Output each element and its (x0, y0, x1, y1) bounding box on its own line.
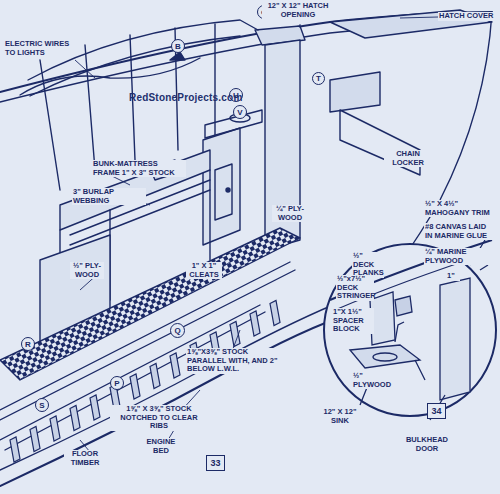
figure-number-box: 33 (206, 455, 225, 471)
rib (130, 374, 140, 399)
rib (90, 395, 100, 420)
callout-letter: P (114, 379, 119, 388)
part-label: 12" X 12" SINK (318, 408, 362, 425)
part-label: 3" BURLAP WEBBING (72, 188, 146, 205)
callout-letter: 33 (210, 458, 220, 468)
callout-circle: Q (170, 323, 185, 338)
callout-letter: 34 (431, 406, 441, 416)
part-label: ¼" PLY- WOOD (272, 205, 308, 222)
callout-letter: B (175, 42, 181, 51)
part-label: 12" X 12" HATCH OPENING (262, 2, 334, 19)
callout-circle: V (233, 105, 247, 119)
part-label: ELECTRIC WIRES TO LIGHTS (4, 40, 72, 57)
part-label: 1⅝"X3⅝" STOCK PARALLEL WITH, AND 2" BELO… (186, 348, 284, 374)
callout-letter: Q (174, 326, 180, 335)
part-label: #8 CANVAS LAID IN MARINE GLUE (424, 223, 496, 240)
callout-circle: T (312, 72, 325, 85)
rib (70, 406, 80, 431)
callout-circle: S (35, 398, 49, 412)
part-label: FLOOR TIMBER (64, 450, 106, 467)
rib (270, 301, 280, 326)
callout-circle: B (171, 39, 185, 53)
watermark: RedStoneProjects.com (128, 92, 242, 104)
callout-circle: R (21, 337, 35, 351)
part-label: BULKHEAD DOOR (400, 436, 454, 453)
rib (170, 353, 180, 378)
rib (10, 437, 20, 462)
figure-number-box: 34 (427, 403, 446, 419)
part-label: BUNK-MATTRESS FRAME 1" X 3" STOCK (92, 160, 186, 177)
part-label: ¼" MARINE PLYWOOD (424, 248, 496, 265)
part-label: ENGINE BED (140, 438, 182, 455)
rib (50, 416, 60, 441)
part-label: ½" PLY- WOOD (70, 262, 104, 279)
part-label: ½" X 4½" MAHOGANY TRIM (424, 200, 496, 217)
part-label: ½" PLYWOOD (352, 372, 400, 389)
part-label: 1" X 1" CLEATS (186, 262, 222, 279)
callout-circle: P (110, 376, 124, 390)
part-label: ½" DECK PLANKS (352, 252, 384, 278)
part-label: 1⅝" X 3⅝" STOCK NOTCHED TO CLEAR RIBS (110, 405, 208, 431)
rib (150, 364, 160, 389)
callout-letter: R (25, 340, 31, 349)
callout-letter: S (39, 401, 44, 410)
rib (30, 427, 40, 452)
callout-letter: T (316, 74, 321, 83)
callout-letter: V (237, 108, 242, 117)
part-label: ½"x7½" DECK STRINGER (336, 275, 374, 301)
part-label: HATCH COVER (438, 12, 496, 21)
part-label: CHAIN LOCKER (384, 150, 432, 167)
rib (250, 311, 260, 336)
part-label: 1"X 1½" SPACER BLOCK (332, 308, 374, 334)
part-label: 1" (446, 272, 460, 281)
